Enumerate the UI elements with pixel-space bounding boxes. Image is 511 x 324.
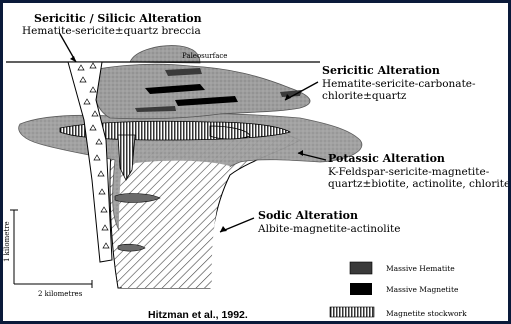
massive-magnetite-swatch <box>350 283 372 295</box>
massive-hematite-swatch <box>350 262 372 274</box>
legend-label-massive-magnetite: Massive Magnetite <box>386 285 459 294</box>
sericitic-title: Sericitic Alteration <box>322 64 440 77</box>
magnetite-stockwork-swatch <box>330 307 374 317</box>
vertical-scale-label: 1 kilometre <box>3 221 11 262</box>
potassic-title: Potassic Alteration <box>328 152 445 165</box>
potassic-desc-2: quartz±biotite, actinolite, chlorite <box>328 178 510 190</box>
sodic-alteration-core <box>119 161 230 288</box>
potassic-desc-1: K-Feldspar-sericite-magnetite- <box>328 166 490 178</box>
sodic-desc: Albite-magnetite-actinolite <box>257 223 400 235</box>
legend-label-massive-hematite: Massive Hematite <box>386 264 455 273</box>
sericitic-silicic-title: Sericitic / Silicic Alteration <box>34 12 202 25</box>
sericitic-silicic-desc: Hematite-sericite±quartz breccia <box>22 25 201 37</box>
horizontal-scale-label: 2 kilometres <box>38 290 83 298</box>
citation: Hitzman et al., 1992. <box>148 309 248 321</box>
sodic-title: Sodic Alteration <box>258 209 358 222</box>
sericitic-desc-1: Hematite-sericite-carbonate- <box>322 78 476 90</box>
sericitic-desc-2: chlorite±quartz <box>322 90 407 102</box>
paleosurface-label: Paleosurface <box>182 52 227 60</box>
arrowhead <box>70 56 76 62</box>
legend-label-magnetite-stockwork: Magnetite stockwork <box>386 309 467 318</box>
